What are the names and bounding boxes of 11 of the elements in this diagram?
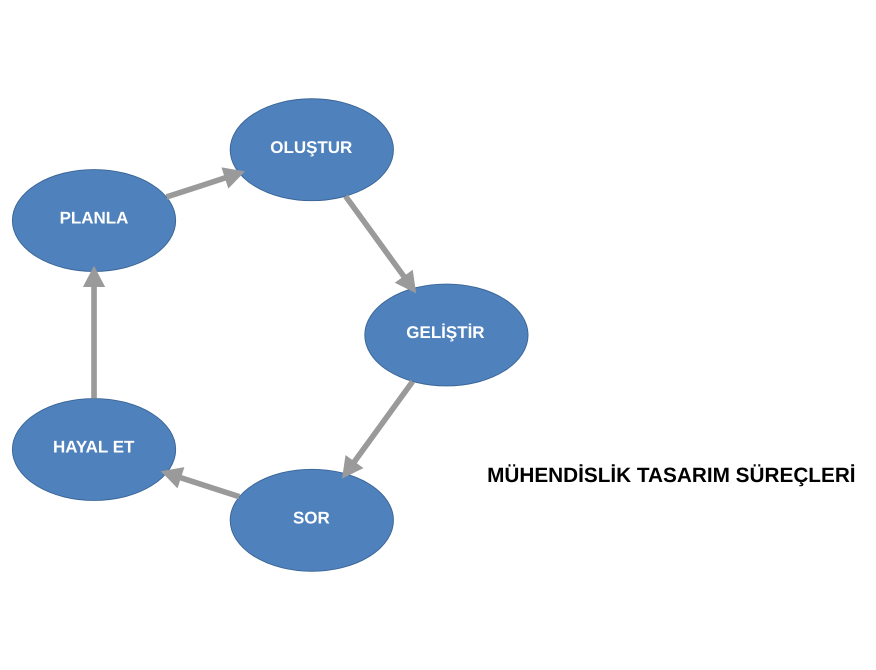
- node-ellipse: OLUŞTUR: [230, 98, 394, 202]
- arrow: [343, 194, 416, 294]
- arrow: [342, 380, 415, 479]
- arrow: [160, 467, 240, 500]
- label: MÜHENDİSLİK TASARIM SÜREÇLERİ: [487, 464, 856, 487]
- node-ellipse: HAYAL ET: [12, 398, 176, 501]
- node-ellipse: PLANLA: [12, 169, 176, 272]
- arrow: [166, 167, 246, 200]
- node-ellipse: SOR: [230, 468, 394, 572]
- arrow: [82, 266, 106, 398]
- node-ellipse: GELİŞTİR: [364, 284, 529, 386]
